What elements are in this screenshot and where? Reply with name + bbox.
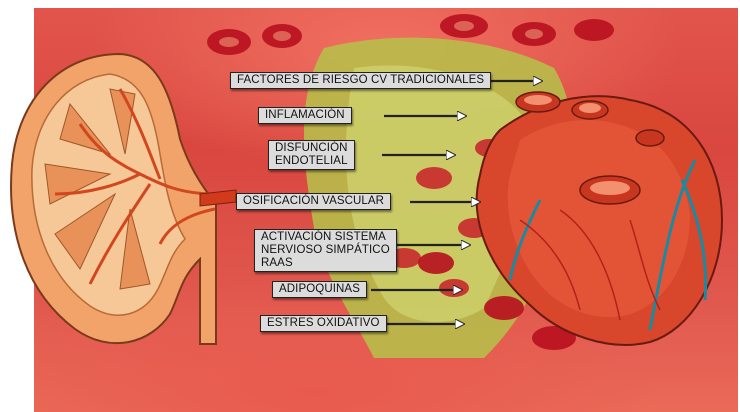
label-endothelial-dysfunction: DISFUNCIÓN ENDOTELIAL — [268, 140, 355, 170]
label-inflammation: INFLAMACIÓN — [258, 107, 352, 124]
label-vascular-ossification: OSIFICACIÓN VASCULAR — [236, 193, 391, 210]
label-sympathetic-activation: ACTIVACIÓN SISTEMA NERVIOSO SIMPÁTICO RA… — [254, 229, 397, 272]
label-adipokines: ADIPOQUINAS — [272, 281, 367, 298]
label-oxidative-stress: ESTRES OXIDATIVO — [260, 315, 387, 332]
label-risk-factors: FACTORES DE RIESGO CV TRADICIONALES — [230, 72, 491, 89]
